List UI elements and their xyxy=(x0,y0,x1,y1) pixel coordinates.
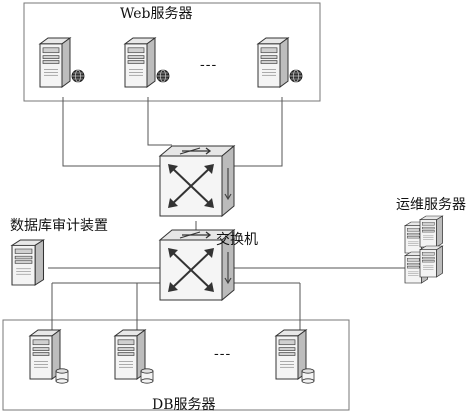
web-group-label: Web服务器 xyxy=(120,6,193,22)
globe-icon xyxy=(289,69,303,83)
db-ellipsis: --- xyxy=(214,346,232,362)
db-server-2 xyxy=(114,329,154,384)
audit-label: 数据库审计装置 xyxy=(10,218,108,234)
ops-server-cluster xyxy=(404,215,443,284)
db-server-3 xyxy=(275,329,315,384)
db-group-box xyxy=(2,319,350,411)
core-switch-top xyxy=(159,145,235,217)
switch-label: 交换机 xyxy=(216,232,258,248)
db-server-1 xyxy=(29,329,69,384)
web-server-3 xyxy=(257,37,303,88)
database-icon xyxy=(301,368,315,384)
globe-icon xyxy=(156,69,170,83)
web-ellipsis: --- xyxy=(200,57,218,73)
database-icon xyxy=(55,368,69,384)
db-group-label: DB服务器 xyxy=(152,397,216,413)
web-group-box xyxy=(23,2,321,102)
link-web2-switch1 xyxy=(147,97,172,146)
globe-icon xyxy=(71,69,85,83)
audit-device xyxy=(11,239,45,286)
connection-lines xyxy=(48,97,405,335)
ops-label: 运维服务器 xyxy=(396,197,466,213)
web-server-1 xyxy=(39,37,85,88)
link-web3-switch1 xyxy=(233,97,283,167)
web-server-2 xyxy=(124,37,170,88)
link-web1-switch1 xyxy=(62,97,160,167)
database-icon xyxy=(140,368,154,384)
